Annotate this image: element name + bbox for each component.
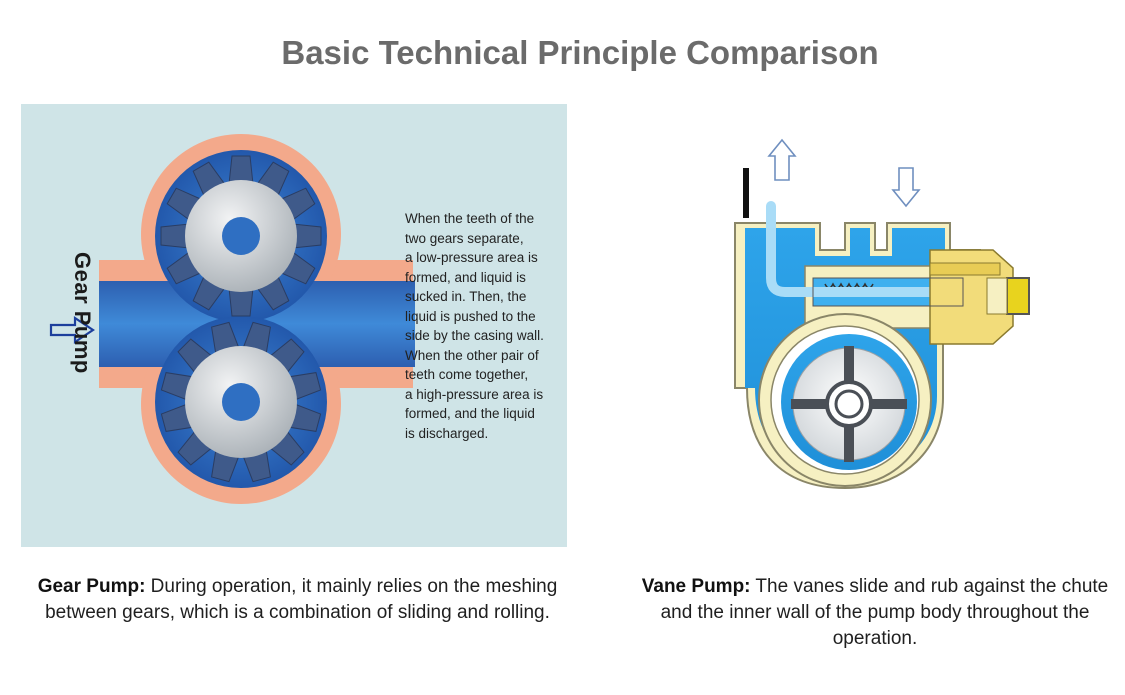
brass-fitting — [812, 249, 1030, 345]
description-line: formed, and liquid is — [405, 269, 526, 285]
rotor-assembly — [758, 313, 932, 487]
description-line: sucked in. Then, the — [405, 289, 527, 304]
caption-title: Vane Pump: — [641, 576, 751, 597]
description-line: two gears separate, — [405, 230, 524, 246]
description-line: When the teeth of the — [405, 211, 535, 226]
gear-pump-caption: Gear Pump: During operation, it mainly r… — [25, 574, 570, 626]
gear-pump-label: Gear Pump — [70, 252, 95, 374]
upper-gear — [160, 155, 322, 317]
caption-text: During operation, it mainly relies on th… — [45, 576, 558, 623]
arrow-right-outline-icon — [49, 315, 95, 345]
page-title: Basic Technical Principle Comparison — [281, 34, 879, 71]
description-line: liquid is pushed to the — [405, 308, 536, 324]
description-line: teeth come together, — [405, 367, 529, 382]
lower-gear — [160, 321, 322, 483]
vane-pump-caption: Vane Pump: The vanes slide and rub again… — [640, 574, 1110, 652]
gear-pump-diagram — [49, 134, 415, 504]
description-line: side by the casing wall. — [405, 328, 544, 343]
arrow-up-outline-icon — [767, 138, 797, 181]
description-line: is discharged. — [405, 425, 489, 441]
caption-title: Gear Pump: — [37, 576, 146, 597]
description-line: When the other pair of — [405, 347, 539, 363]
description-line: formed, and the liquid — [405, 406, 535, 421]
gear-pump-illustration: Gear Pump — [21, 104, 567, 547]
indicator-bar — [743, 168, 749, 218]
arrow-down-outline-icon — [891, 167, 921, 208]
gear-pump-description: When the teeth of the two gears separate… — [405, 209, 557, 443]
vane-pump-diagram — [734, 138, 1030, 490]
description-line: a low-pressure area is — [405, 250, 538, 265]
description-line: a high-pressure area is — [405, 386, 544, 402]
caption-text: The vanes slide and rub against the chut… — [660, 576, 1109, 649]
